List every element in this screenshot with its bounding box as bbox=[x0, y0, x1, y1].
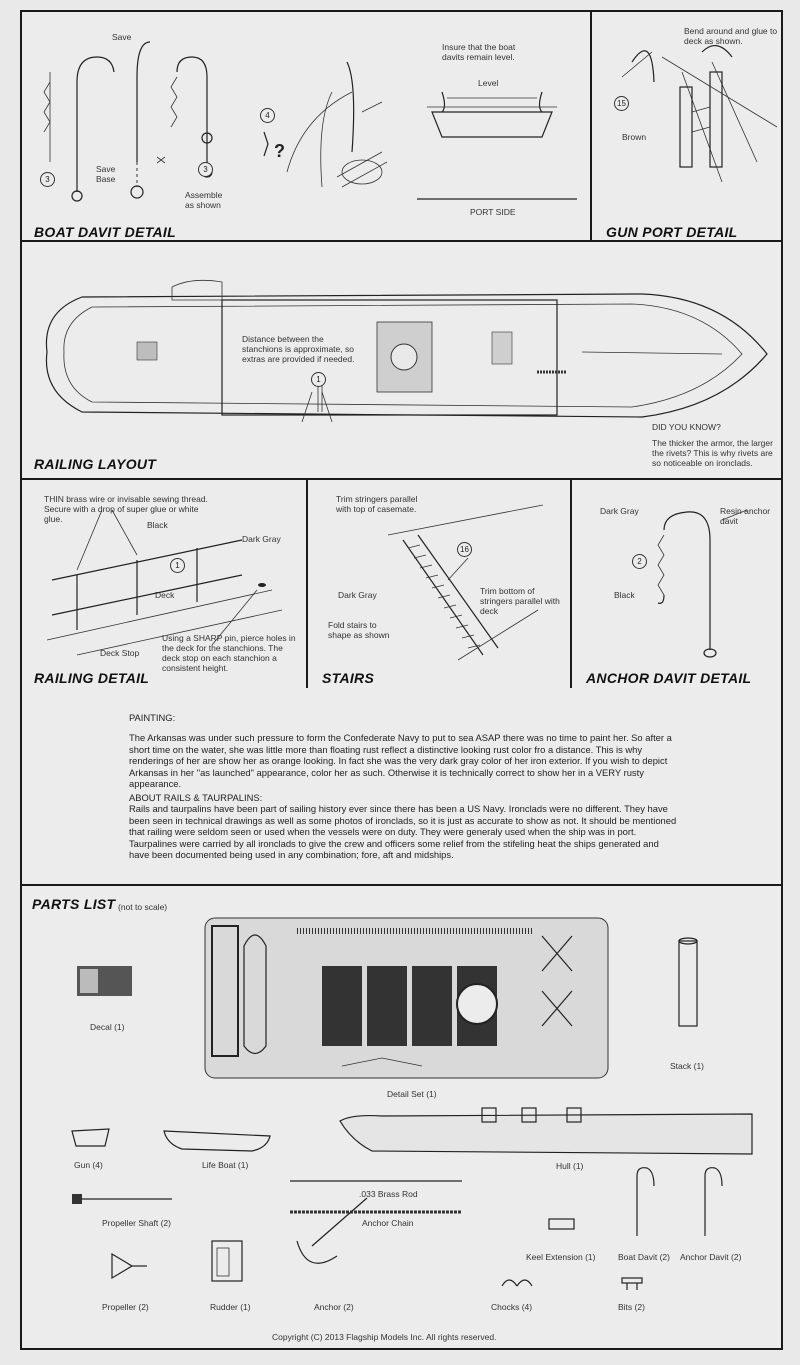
brass-rod-label: .033 Brass Rod bbox=[359, 1189, 418, 1199]
port-side-label: PORT SIDE bbox=[470, 207, 516, 217]
stairs-title: STAIRS bbox=[322, 670, 375, 686]
anchor-chain-label: Anchor Chain bbox=[362, 1218, 414, 1228]
callout-4: 4 bbox=[260, 108, 275, 123]
rudder-label: Rudder (1) bbox=[210, 1302, 251, 1312]
anchor-davit-label: Anchor Davit (2) bbox=[680, 1252, 742, 1262]
painting-paragraph: The Arkansas was under such pressure to … bbox=[129, 732, 672, 789]
level-label: Level bbox=[478, 78, 499, 88]
railing-detail-title: RAILING DETAIL bbox=[34, 670, 150, 686]
anchor-label: Anchor (2) bbox=[314, 1302, 354, 1312]
copyright: Copyright (C) 2013 Flagship Models Inc. … bbox=[272, 1332, 497, 1342]
sharp-pin-label: Using a SHARP pin, pierce holes in the d… bbox=[162, 633, 296, 673]
black-label-railing: Black bbox=[147, 520, 168, 530]
fold-stairs-label: Fold stairs to shape as shown bbox=[328, 620, 390, 640]
black-label-anchor: Black bbox=[614, 590, 635, 600]
hull-label: Hull (1) bbox=[556, 1161, 584, 1171]
gun-label: Gun (4) bbox=[74, 1160, 103, 1170]
detail-set-label: Detail Set (1) bbox=[387, 1089, 437, 1099]
boat-davit-label: Boat Davit (2) bbox=[618, 1252, 670, 1262]
svg-text:?: ? bbox=[274, 141, 285, 161]
did-you-know-title: DID YOU KNOW? bbox=[652, 422, 721, 432]
railing-layout-title: RAILING LAYOUT bbox=[34, 456, 157, 472]
gun-port-panel: Bend around and glue to deck as shown. 1… bbox=[590, 10, 783, 242]
life-boat-label: Life Boat (1) bbox=[202, 1160, 249, 1170]
railing-layout-panel: Distance between the stanchions is appro… bbox=[20, 240, 783, 480]
parts-drawing bbox=[71, 917, 753, 1290]
dark-gray-label-railing: Dark Gray bbox=[242, 534, 281, 544]
dark-gray-label-anchor: Dark Gray bbox=[600, 506, 639, 516]
rails-heading: ABOUT RAILS & TAURPALINS: bbox=[129, 792, 263, 803]
trim-stringers-label: Trim stringers parallel with top of case… bbox=[336, 494, 418, 514]
callout-1-layout: 1 bbox=[311, 372, 326, 387]
anchor-davit-panel: Dark Gray Resin anchor davit 2 Black ANC… bbox=[570, 478, 783, 690]
brown-label: Brown bbox=[622, 132, 647, 142]
bend-around-label: Bend around and glue to deck as shown. bbox=[684, 26, 778, 46]
anchor-davit-drawing bbox=[657, 509, 748, 658]
callout-2: 2 bbox=[632, 554, 647, 569]
callout-3-right: 3 bbox=[198, 162, 213, 177]
gun-port-drawing bbox=[621, 45, 778, 183]
save-label: Save bbox=[112, 32, 132, 42]
chocks-label: Chocks (4) bbox=[491, 1302, 533, 1312]
save-base-label: Save Base bbox=[96, 164, 116, 184]
stairs-drawing bbox=[387, 504, 544, 661]
assemble-label: Assemble as shown bbox=[185, 190, 223, 210]
gun-port-title: GUN PORT DETAIL bbox=[606, 224, 738, 240]
thin-wire-label: THIN brass wire or invisable sewing thre… bbox=[44, 494, 208, 524]
callout-15: 15 bbox=[614, 96, 629, 111]
keel-extension-label: Keel Extension (1) bbox=[526, 1252, 596, 1262]
parts-list-panel: PARTS LIST (not to scale) Decal (1) Deta… bbox=[20, 884, 783, 1350]
stack-label: Stack (1) bbox=[670, 1061, 705, 1071]
callout-16: 16 bbox=[457, 542, 472, 557]
deck-label: Deck bbox=[155, 590, 175, 600]
boat-davit-panel: ? Save Save Base Assemble as shown 3 3 4… bbox=[20, 10, 592, 242]
parts-list-subtitle: (not to scale) bbox=[118, 902, 168, 912]
railing-detail-drawing bbox=[46, 509, 283, 656]
decal-label: Decal (1) bbox=[90, 1022, 125, 1032]
insure-level-label: Insure that the boat davits remain level… bbox=[442, 42, 516, 62]
propeller-shaft-label: Propeller Shaft (2) bbox=[102, 1218, 171, 1228]
callout-1-railing: 1 bbox=[170, 558, 185, 573]
parts-list-title: PARTS LIST bbox=[32, 896, 116, 912]
propeller-label: Propeller (2) bbox=[102, 1302, 149, 1312]
deck-stop-label: Deck Stop bbox=[100, 648, 140, 658]
boat-davit-title: BOAT DAVIT DETAIL bbox=[34, 224, 176, 240]
railing-detail-panel: THIN brass wire or invisable sewing thre… bbox=[20, 478, 308, 690]
painting-panel: PAINTING: The Arkansas was under such pr… bbox=[20, 688, 783, 886]
hull-plan-drawing bbox=[45, 279, 768, 423]
painting-heading: PAINTING: bbox=[129, 712, 176, 723]
bits-label: Bits (2) bbox=[618, 1302, 645, 1312]
anchor-davit-title: ANCHOR DAVIT DETAIL bbox=[586, 670, 752, 686]
trim-bottom-label: Trim bottom of stringers parallel with d… bbox=[480, 586, 560, 616]
distance-stanchions-label: Distance between the stanchions is appro… bbox=[242, 334, 355, 364]
rails-paragraph: Rails and taurpalins have been part of s… bbox=[129, 803, 677, 860]
callout-3-left: 3 bbox=[40, 172, 55, 187]
stairs-panel: Trim stringers parallel with top of case… bbox=[306, 478, 572, 690]
did-you-know-text: The thicker the armor, the larger the ri… bbox=[652, 438, 773, 468]
dark-gray-label-stairs: Dark Gray bbox=[338, 590, 377, 600]
resin-anchor-label: Resin anchor davit bbox=[720, 506, 771, 526]
boat-davit-drawing: ? bbox=[43, 41, 577, 202]
